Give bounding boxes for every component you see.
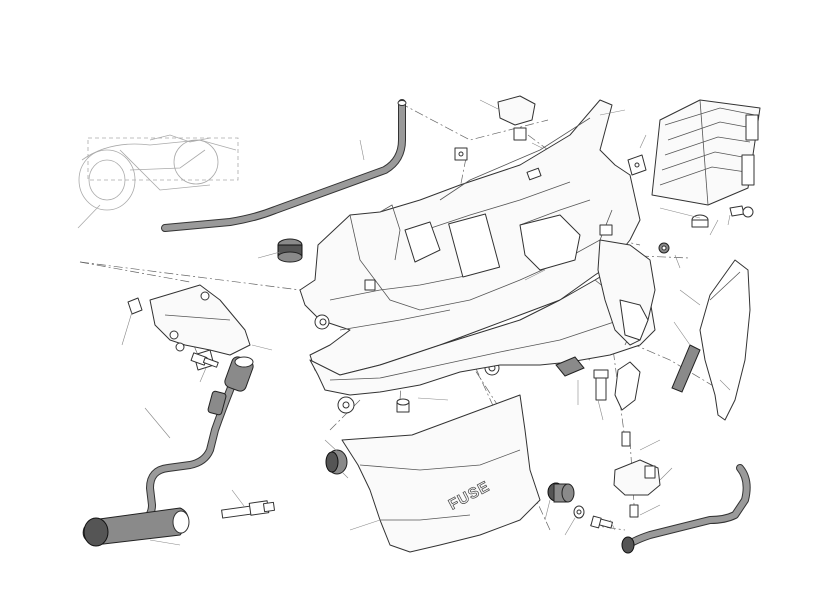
rubber-damper-left: [325, 449, 348, 475]
sensor-connector-right: [613, 431, 661, 518]
clip-nut-right: [627, 154, 647, 176]
bolt-top-right: [729, 205, 754, 218]
grommet-left: [277, 238, 303, 263]
grommet-small-right: [658, 242, 670, 254]
ignition-cable-assembly: [82, 356, 254, 547]
main-electrical-bracket: [299, 99, 641, 414]
spark-plug: [221, 500, 276, 519]
bolt-bottom: [590, 515, 614, 529]
top-connector: [497, 95, 536, 141]
sensor-bracket-left: [127, 284, 251, 371]
rubber-pad-center: [555, 356, 585, 377]
right-side-bracket: [597, 239, 656, 346]
motorcycle-reference-thumbnail: [77, 134, 239, 229]
washer-bottom: [573, 505, 585, 519]
rubber-strip-right: [671, 344, 701, 393]
clip-nut-top: [454, 147, 468, 161]
side-panel-right: [699, 259, 751, 421]
grommet-center: [396, 398, 410, 413]
rubber-grommet-right: [691, 214, 709, 228]
rubber-mount-bottom: [547, 482, 575, 503]
voltage-regulator: [651, 99, 761, 206]
bolt-center: [593, 369, 609, 401]
upper-breather-hose: [161, 99, 407, 232]
fuse-box-cover: FUSE: [341, 394, 541, 553]
part-leader-lines: [121, 99, 731, 546]
bolt-left: [190, 352, 219, 368]
lower-right-hose: [621, 464, 751, 554]
small-bracket-center: [614, 361, 641, 411]
